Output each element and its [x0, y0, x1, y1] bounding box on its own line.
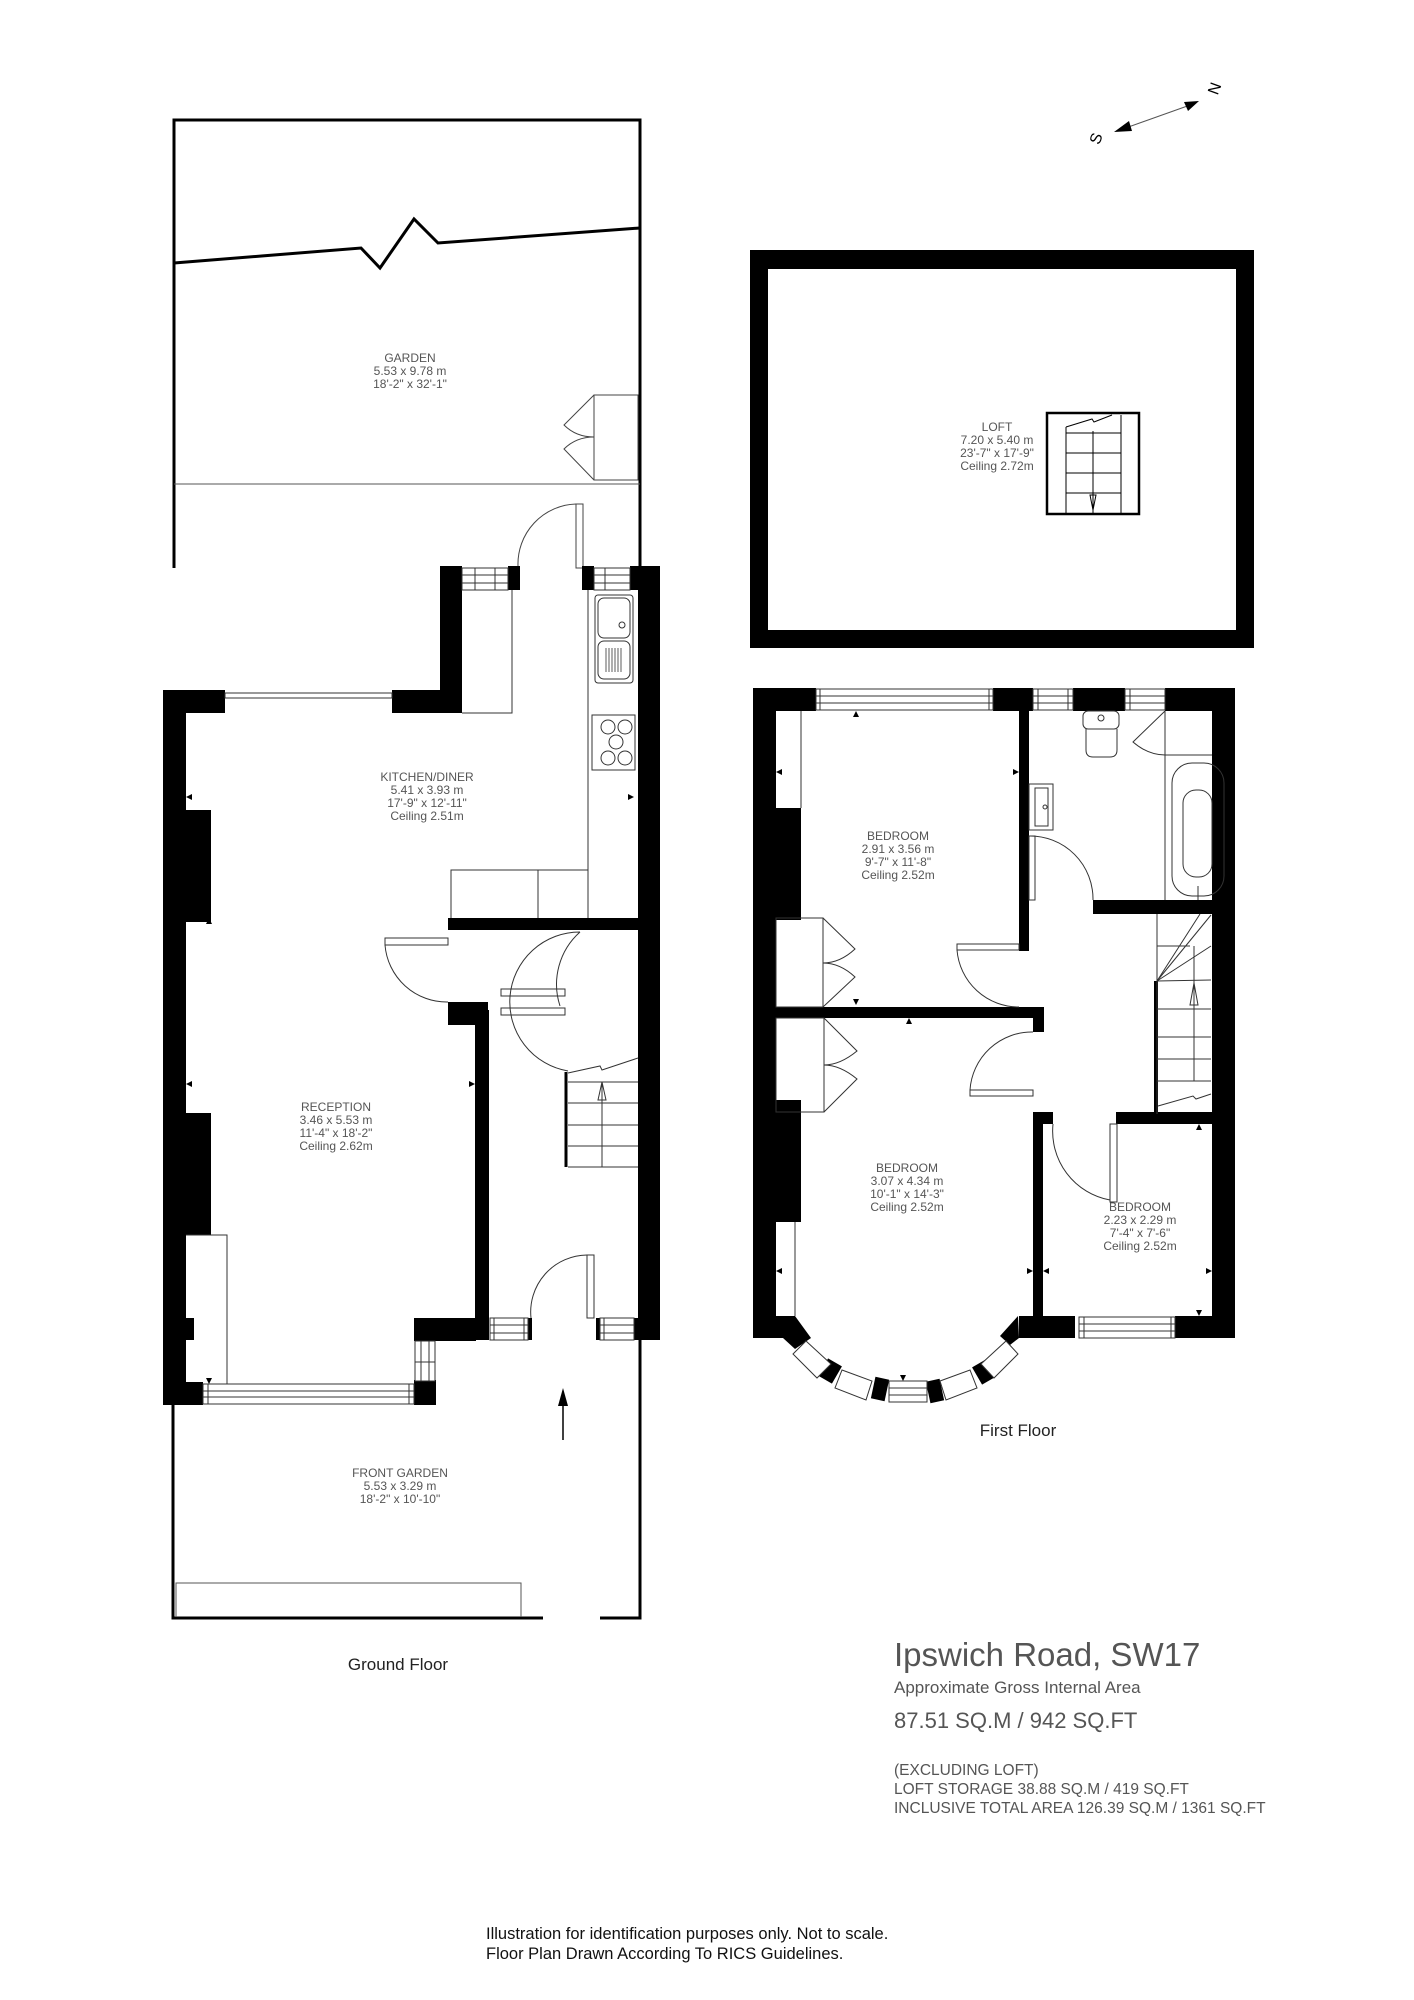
room-metric: 7.20 x 5.40 m [960, 433, 1034, 447]
room-name: LOFT [981, 420, 1013, 434]
first-floor-dimension-markers [776, 711, 1212, 1381]
room-imperial: 10'-1" x 14'-3" [870, 1187, 944, 1201]
room-metric: 5.41 x 3.93 m [390, 783, 464, 797]
disclaimer-line-1: Illustration for identification purposes… [486, 1925, 889, 1943]
room-imperial: 18'-2" x 10'-10" [359, 1492, 441, 1506]
room-imperial: 18'-2" x 32'-1" [373, 377, 447, 391]
room-name: BEDROOM [866, 829, 929, 843]
room-ceiling: Ceiling 2.52m [870, 1200, 944, 1214]
loft-storage-area: LOFT STORAGE 38.88 SQ.M / 419 SQ.FT [894, 1781, 1189, 1798]
room-metric: 5.53 x 9.78 m [373, 364, 447, 378]
room-name: FRONT GARDEN [352, 1466, 448, 1480]
front-garden-boundary [171, 1340, 642, 1620]
room-name: GARDEN [384, 351, 436, 365]
first-floor-caption: First Floor [979, 1421, 1057, 1440]
room-ceiling: Ceiling 2.52m [1103, 1239, 1177, 1253]
first-floor-fixtures [775, 710, 1225, 1316]
room-metric: 3.46 x 5.53 m [299, 1113, 373, 1127]
garden-break-line [173, 216, 641, 271]
back-door [517, 503, 584, 569]
room-label-kitchen-diner: KITCHEN/DINER 5.41 x 3.93 m 17'-9" x 12'… [380, 771, 473, 823]
room-label-reception: RECEPTION 3.46 x 5.53 m 11'-4" x 18'-2" … [299, 1101, 372, 1153]
first-floor-windows [792, 688, 1176, 1403]
dimension-markers [186, 794, 634, 1384]
area-total: 87.51 SQ.M / 942 SQ.FT [894, 1708, 1138, 1733]
first-floor-walls [753, 688, 1235, 1404]
room-metric: 3.07 x 4.34 m [870, 1174, 944, 1188]
disclaimer-line-2: Floor Plan Drawn According To RICS Guide… [486, 1945, 844, 1963]
room-name: RECEPTION [300, 1100, 371, 1114]
ground-floor-caption: Ground Floor [347, 1655, 449, 1674]
room-metric: 2.91 x 3.56 m [861, 842, 935, 856]
room-ceiling: Ceiling 2.52m [861, 868, 935, 882]
area-label: Approximate Gross Internal Area [894, 1678, 1141, 1697]
front-garden-wall [175, 1582, 522, 1617]
excluding-loft-note: (EXCLUDING LOFT) [894, 1762, 1039, 1779]
room-name: BEDROOM [875, 1161, 938, 1175]
room-imperial: 11'-4" x 18'-2" [299, 1126, 373, 1140]
loft-walls [750, 250, 1254, 648]
room-label-front-garden: FRONT GARDEN 5.53 x 3.29 m 18'-2" x 10'-… [352, 1467, 448, 1506]
room-label-garden: GARDEN 5.53 x 9.78 m 18'-2" x 32'-1" [373, 352, 447, 391]
loft-hatch-ladder [1045, 411, 1141, 516]
room-name: KITCHEN/DINER [380, 770, 474, 784]
room-label-bedroom-1: BEDROOM 2.91 x 3.56 m 9'-7" x 11'-8" Cei… [861, 830, 934, 882]
room-imperial: 7'-4" x 7'-6" [1109, 1226, 1171, 1240]
property-title: Ipswich Road, SW17 [894, 1636, 1201, 1673]
room-ceiling: Ceiling 2.62m [299, 1139, 373, 1153]
room-name: BEDROOM [1108, 1200, 1171, 1214]
property-info: Ipswich Road, SW17 Approximate Gross Int… [894, 1635, 1266, 1818]
inclusive-total-area: INCLUSIVE TOTAL AREA 126.39 SQ.M / 1361 … [894, 1800, 1266, 1817]
room-ceiling: Ceiling 2.72m [960, 459, 1034, 473]
ground-floor-windows [202, 567, 635, 1405]
room-imperial: 9'-7" x 11'-8" [864, 855, 932, 869]
room-metric: 5.53 x 3.29 m [363, 1479, 437, 1493]
area-breakdown: (EXCLUDING LOFT) LOFT STORAGE 38.88 SQ.M… [894, 1761, 1266, 1818]
compass-arrow-icon [1114, 101, 1199, 132]
room-metric: 2.23 x 2.29 m [1103, 1213, 1177, 1227]
room-label-bedroom-3: BEDROOM 2.23 x 2.29 m 7'-4" x 7'-6" Ceil… [1103, 1201, 1176, 1253]
room-ceiling: Ceiling 2.51m [390, 809, 464, 823]
garden-boundary [172, 118, 642, 570]
room-imperial: 17'-9" x 12'-11" [387, 796, 467, 810]
ground-floor-fixtures [186, 590, 639, 1384]
garden-shed [563, 394, 639, 481]
ground-floor-walls [163, 566, 660, 1405]
room-imperial: 23'-7" x 17'-9" [960, 446, 1034, 460]
entrance-arrow-icon [558, 1388, 568, 1440]
room-label-loft: LOFT 7.20 x 5.40 m 23'-7" x 17'-9" Ceili… [960, 421, 1034, 473]
disclaimer: Illustration for identification purposes… [486, 1924, 888, 1964]
room-label-bedroom-2: BEDROOM 3.07 x 4.34 m 10'-1" x 14'-3" Ce… [870, 1162, 944, 1214]
